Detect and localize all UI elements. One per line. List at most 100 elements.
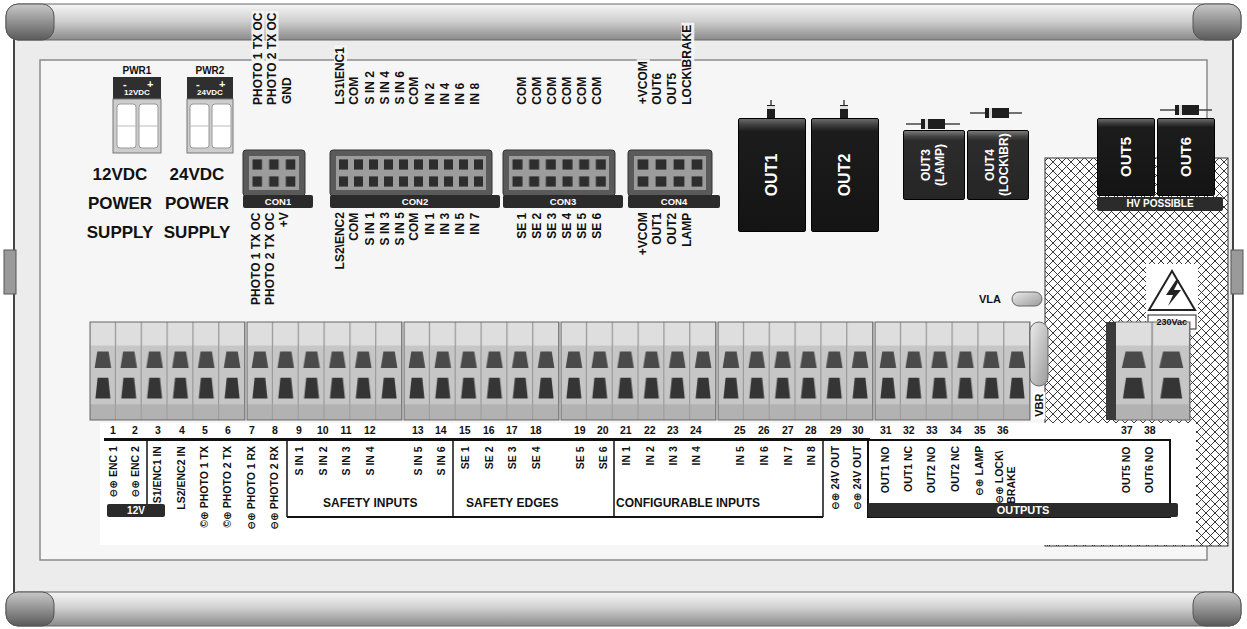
pin-label: COM bbox=[516, 74, 529, 106]
warning-band: HV POSSIBLE bbox=[1097, 197, 1223, 211]
terminal-number: 31 bbox=[880, 425, 892, 437]
pin-label: COM bbox=[408, 212, 421, 240]
relay-label: OUT1 bbox=[763, 122, 781, 228]
terminal-number: 22 bbox=[644, 425, 656, 437]
power-connector bbox=[113, 77, 161, 99]
terminal-label: SE 6 bbox=[597, 446, 609, 469]
terminal-number: 16 bbox=[483, 425, 495, 437]
component-label: VLA bbox=[979, 293, 1001, 305]
relay-label: OUT2 bbox=[836, 122, 854, 228]
legend-strip bbox=[104, 438, 870, 441]
connector-tag: CON2 bbox=[330, 195, 500, 208]
housing bbox=[1231, 250, 1243, 294]
power-connector bbox=[212, 126, 231, 127]
terminal-number: 6 bbox=[225, 425, 231, 437]
pin-label: COM bbox=[348, 74, 361, 106]
band-label: CON2 bbox=[330, 195, 500, 208]
power-connector bbox=[113, 99, 161, 153]
diode-symbol bbox=[840, 106, 848, 109]
power-connector bbox=[117, 126, 136, 127]
group-label: CONFIGURABLE INPUTS bbox=[616, 497, 760, 510]
legend-strip bbox=[822, 441, 824, 517]
pin-label: OUT5 bbox=[666, 70, 679, 106]
din-rail bbox=[6, 592, 1241, 626]
terminal-label: OUT2 NO bbox=[926, 446, 938, 493]
pin-label: PHOTO 1 TX OC bbox=[250, 212, 263, 304]
power-connector bbox=[117, 104, 136, 148]
din-rail bbox=[1193, 4, 1241, 40]
relay-label: OUT4 (LOCK\BR) bbox=[984, 134, 1012, 196]
pin-label: +V bbox=[277, 212, 290, 227]
terminal-label: OUT2 NC bbox=[950, 446, 962, 492]
ribbon-connector bbox=[634, 156, 706, 190]
housing bbox=[40, 60, 1207, 560]
terminal-number: 12 bbox=[364, 425, 376, 437]
housing bbox=[4, 250, 16, 294]
power-supply-label: 12VDC POWER SUPPLY bbox=[80, 160, 160, 247]
terminal-number: 17 bbox=[506, 425, 518, 437]
terminal-label: ©⊕ PHOTO 1 TX bbox=[199, 446, 211, 528]
terminal-label: SE 5 bbox=[574, 446, 586, 469]
terminal-label: IN 8 bbox=[805, 446, 817, 465]
terminal-label: OUT1 NO bbox=[880, 446, 892, 493]
high-voltage-zone bbox=[1149, 271, 1195, 310]
voltage-band: 12V bbox=[107, 504, 165, 517]
terminal-label: LS2/ENC2 IN bbox=[176, 446, 188, 510]
terminal-number: 9 bbox=[296, 425, 302, 437]
terminal-label: S IN 5 bbox=[412, 446, 424, 475]
band-label: CON1 bbox=[243, 195, 313, 208]
terminal-number: 21 bbox=[620, 425, 632, 437]
ribbon-connector bbox=[509, 156, 609, 190]
terminal-number: 26 bbox=[758, 425, 770, 437]
ribbon-connector bbox=[249, 156, 299, 190]
terminal-label: ⊖⊕ ENC 1 bbox=[107, 446, 119, 497]
terminal-number: 15 bbox=[459, 425, 471, 437]
pin-label: S IN 6 bbox=[393, 69, 406, 106]
terminal-label: IN 2 bbox=[644, 446, 656, 465]
pin-label: SE 5 bbox=[576, 212, 589, 238]
terminal-number: 10 bbox=[317, 425, 329, 437]
terminal-number: 18 bbox=[530, 425, 542, 437]
indicator-led bbox=[1012, 292, 1042, 306]
terminal-label: S IN 3 bbox=[340, 446, 352, 475]
terminal-block bbox=[561, 322, 716, 420]
terminal-number: 35 bbox=[974, 425, 986, 437]
terminal-number: 4 bbox=[179, 425, 185, 437]
ribbon-connector bbox=[336, 156, 486, 190]
power-connector bbox=[190, 126, 209, 127]
ribbon-connector bbox=[634, 156, 706, 190]
legend-strip bbox=[100, 423, 1196, 545]
relay-box: OUT1 bbox=[738, 118, 806, 232]
high-voltage-zone bbox=[1166, 280, 1181, 306]
terminal-label: ⊖⊕ LOCK\ BRAKE bbox=[994, 446, 1018, 504]
indicator-led bbox=[1012, 292, 1048, 386]
terminal-number: 27 bbox=[782, 425, 794, 437]
connector-tag: CON4 bbox=[628, 195, 720, 208]
terminal-label: IN 1 bbox=[620, 446, 632, 465]
pin-label: PHOTO 2 TX OC bbox=[266, 10, 279, 106]
ribbon-connector bbox=[509, 156, 609, 190]
terminal-label: OUT5 NO bbox=[1121, 446, 1133, 493]
terminal-number: 14 bbox=[435, 425, 447, 437]
connector-tag: CON1 bbox=[243, 195, 313, 208]
power-connector bbox=[187, 99, 233, 153]
pin-label: OUT6 bbox=[651, 70, 664, 106]
power-connector bbox=[187, 77, 233, 99]
terminal-number: 7 bbox=[249, 425, 255, 437]
relay-label: OUT5 bbox=[1117, 122, 1134, 192]
din-rail bbox=[6, 592, 54, 626]
terminal-label: SE 2 bbox=[483, 446, 495, 469]
pin-label: SE 4 bbox=[561, 212, 574, 238]
terminal-number: 5 bbox=[202, 425, 208, 437]
relay-box: OUT4 (LOCK\BR) bbox=[967, 130, 1029, 200]
terminal-label: SE 3 bbox=[506, 446, 518, 469]
relay-label: OUT6 bbox=[1177, 122, 1194, 192]
housing bbox=[14, 38, 1233, 594]
pin-label: PHOTO 2 TX OC bbox=[264, 212, 277, 304]
pin-label: COM bbox=[348, 212, 361, 240]
pin-label: IN 4 bbox=[439, 80, 452, 106]
group-band: OUTPUTS bbox=[868, 503, 1178, 517]
terminal-label: ⊖⊕ ENC 2 bbox=[129, 446, 141, 497]
terminal-block bbox=[90, 322, 245, 420]
